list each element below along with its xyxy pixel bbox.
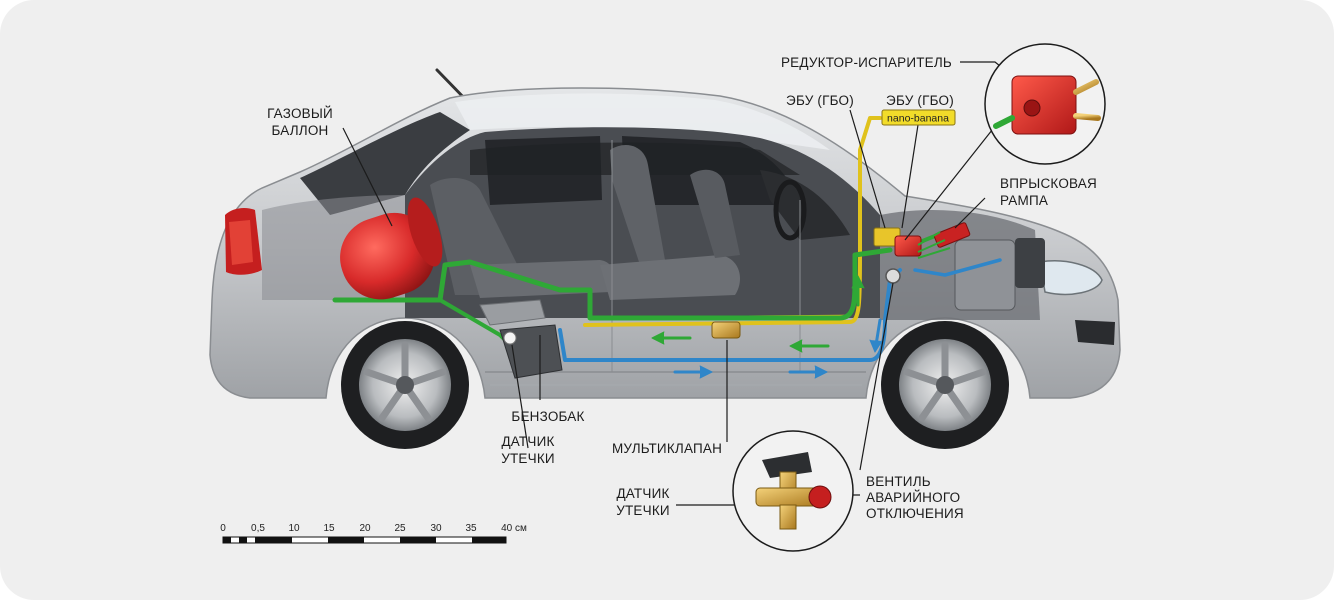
- car-body: [209, 68, 1121, 399]
- leak-sensor-1-label-line1: ДАТЧИК: [501, 434, 554, 449]
- shutoff-valve-detail: [732, 430, 854, 552]
- front-wheel: [881, 321, 1009, 449]
- shutoff-valve-label-line2: АВАРИЙНОГО: [866, 490, 960, 505]
- multivalve: [711, 321, 741, 339]
- label-shutoff-valve: ВЕНТИЛЬ АВАРИЙНОГО ОТКЛЮЧЕНИЯ: [866, 474, 964, 521]
- injector-rail-label-line1: ВПРЫСКОВАЯ: [1000, 176, 1097, 191]
- leak-sensor-2-label-line2: УТЕЧКИ: [616, 503, 670, 518]
- multivalve-label: МУЛЬТИКЛАПАН: [612, 441, 722, 456]
- gas-tank-label-line2: БАЛЛОН: [271, 123, 328, 138]
- reducer-unit: [894, 235, 922, 257]
- leak-sensor-2-label-line1: ДАТЧИК: [616, 486, 669, 501]
- scale-tick-0: 0: [220, 523, 226, 534]
- gas-tank: [340, 197, 443, 300]
- scale-tick-6: 30: [430, 523, 442, 534]
- label-leak-sensor-2: ДАТЧИК УТЕЧКИ: [616, 486, 670, 518]
- scale-tick-5: 25: [394, 523, 406, 534]
- scale-tick-4: 20: [359, 523, 371, 534]
- rear-wheel: [341, 321, 469, 449]
- reducer-label: РЕДУКТОР-ИСПАРИТЕЛЬ: [781, 55, 952, 70]
- scale-bar: 0 0,5 10 15 20 25 30 35 40 см: [220, 523, 527, 544]
- shutoff-valve-label-line1: ВЕНТИЛЬ: [866, 474, 931, 489]
- leak-sensor-1: [503, 331, 517, 345]
- ecu-label-2: ЭБУ (ГБО): [886, 93, 954, 108]
- petrol-tank-label: БЕНЗОБАК: [511, 409, 584, 424]
- injector-rail-label-line2: РАМПА: [1000, 193, 1048, 208]
- ecu-tag-text: nano-banana: [887, 113, 949, 125]
- label-injector-rail: ВПРЫСКОВАЯ РАМПА: [1000, 176, 1097, 208]
- label-leak-sensor-1: ДАТЧИК УТЕЧКИ: [501, 434, 555, 466]
- ecu-tag: nano-banana: [881, 109, 956, 126]
- injector-rail: [917, 222, 971, 259]
- label-gas-tank: ГАЗОВЫЙ БАЛЛОН: [267, 106, 333, 138]
- shutoff-valve-point: [885, 268, 901, 284]
- scale-tick-8: 40 см: [501, 523, 527, 534]
- scale-tick-2: 10: [288, 523, 300, 534]
- scale-tick-1: 0,5: [251, 523, 265, 534]
- reducer-detail: [984, 43, 1106, 165]
- gas-tank-label-line1: ГАЗОВЫЙ: [267, 106, 333, 121]
- shutoff-valve-label-line3: ОТКЛЮЧЕНИЯ: [866, 506, 964, 521]
- leak-sensor-1-label-line2: УТЕЧКИ: [501, 451, 555, 466]
- ecu-label-1: ЭБУ (ГБО): [786, 93, 854, 108]
- scale-tick-3: 15: [323, 523, 335, 534]
- scale-tick-7: 35: [465, 523, 477, 534]
